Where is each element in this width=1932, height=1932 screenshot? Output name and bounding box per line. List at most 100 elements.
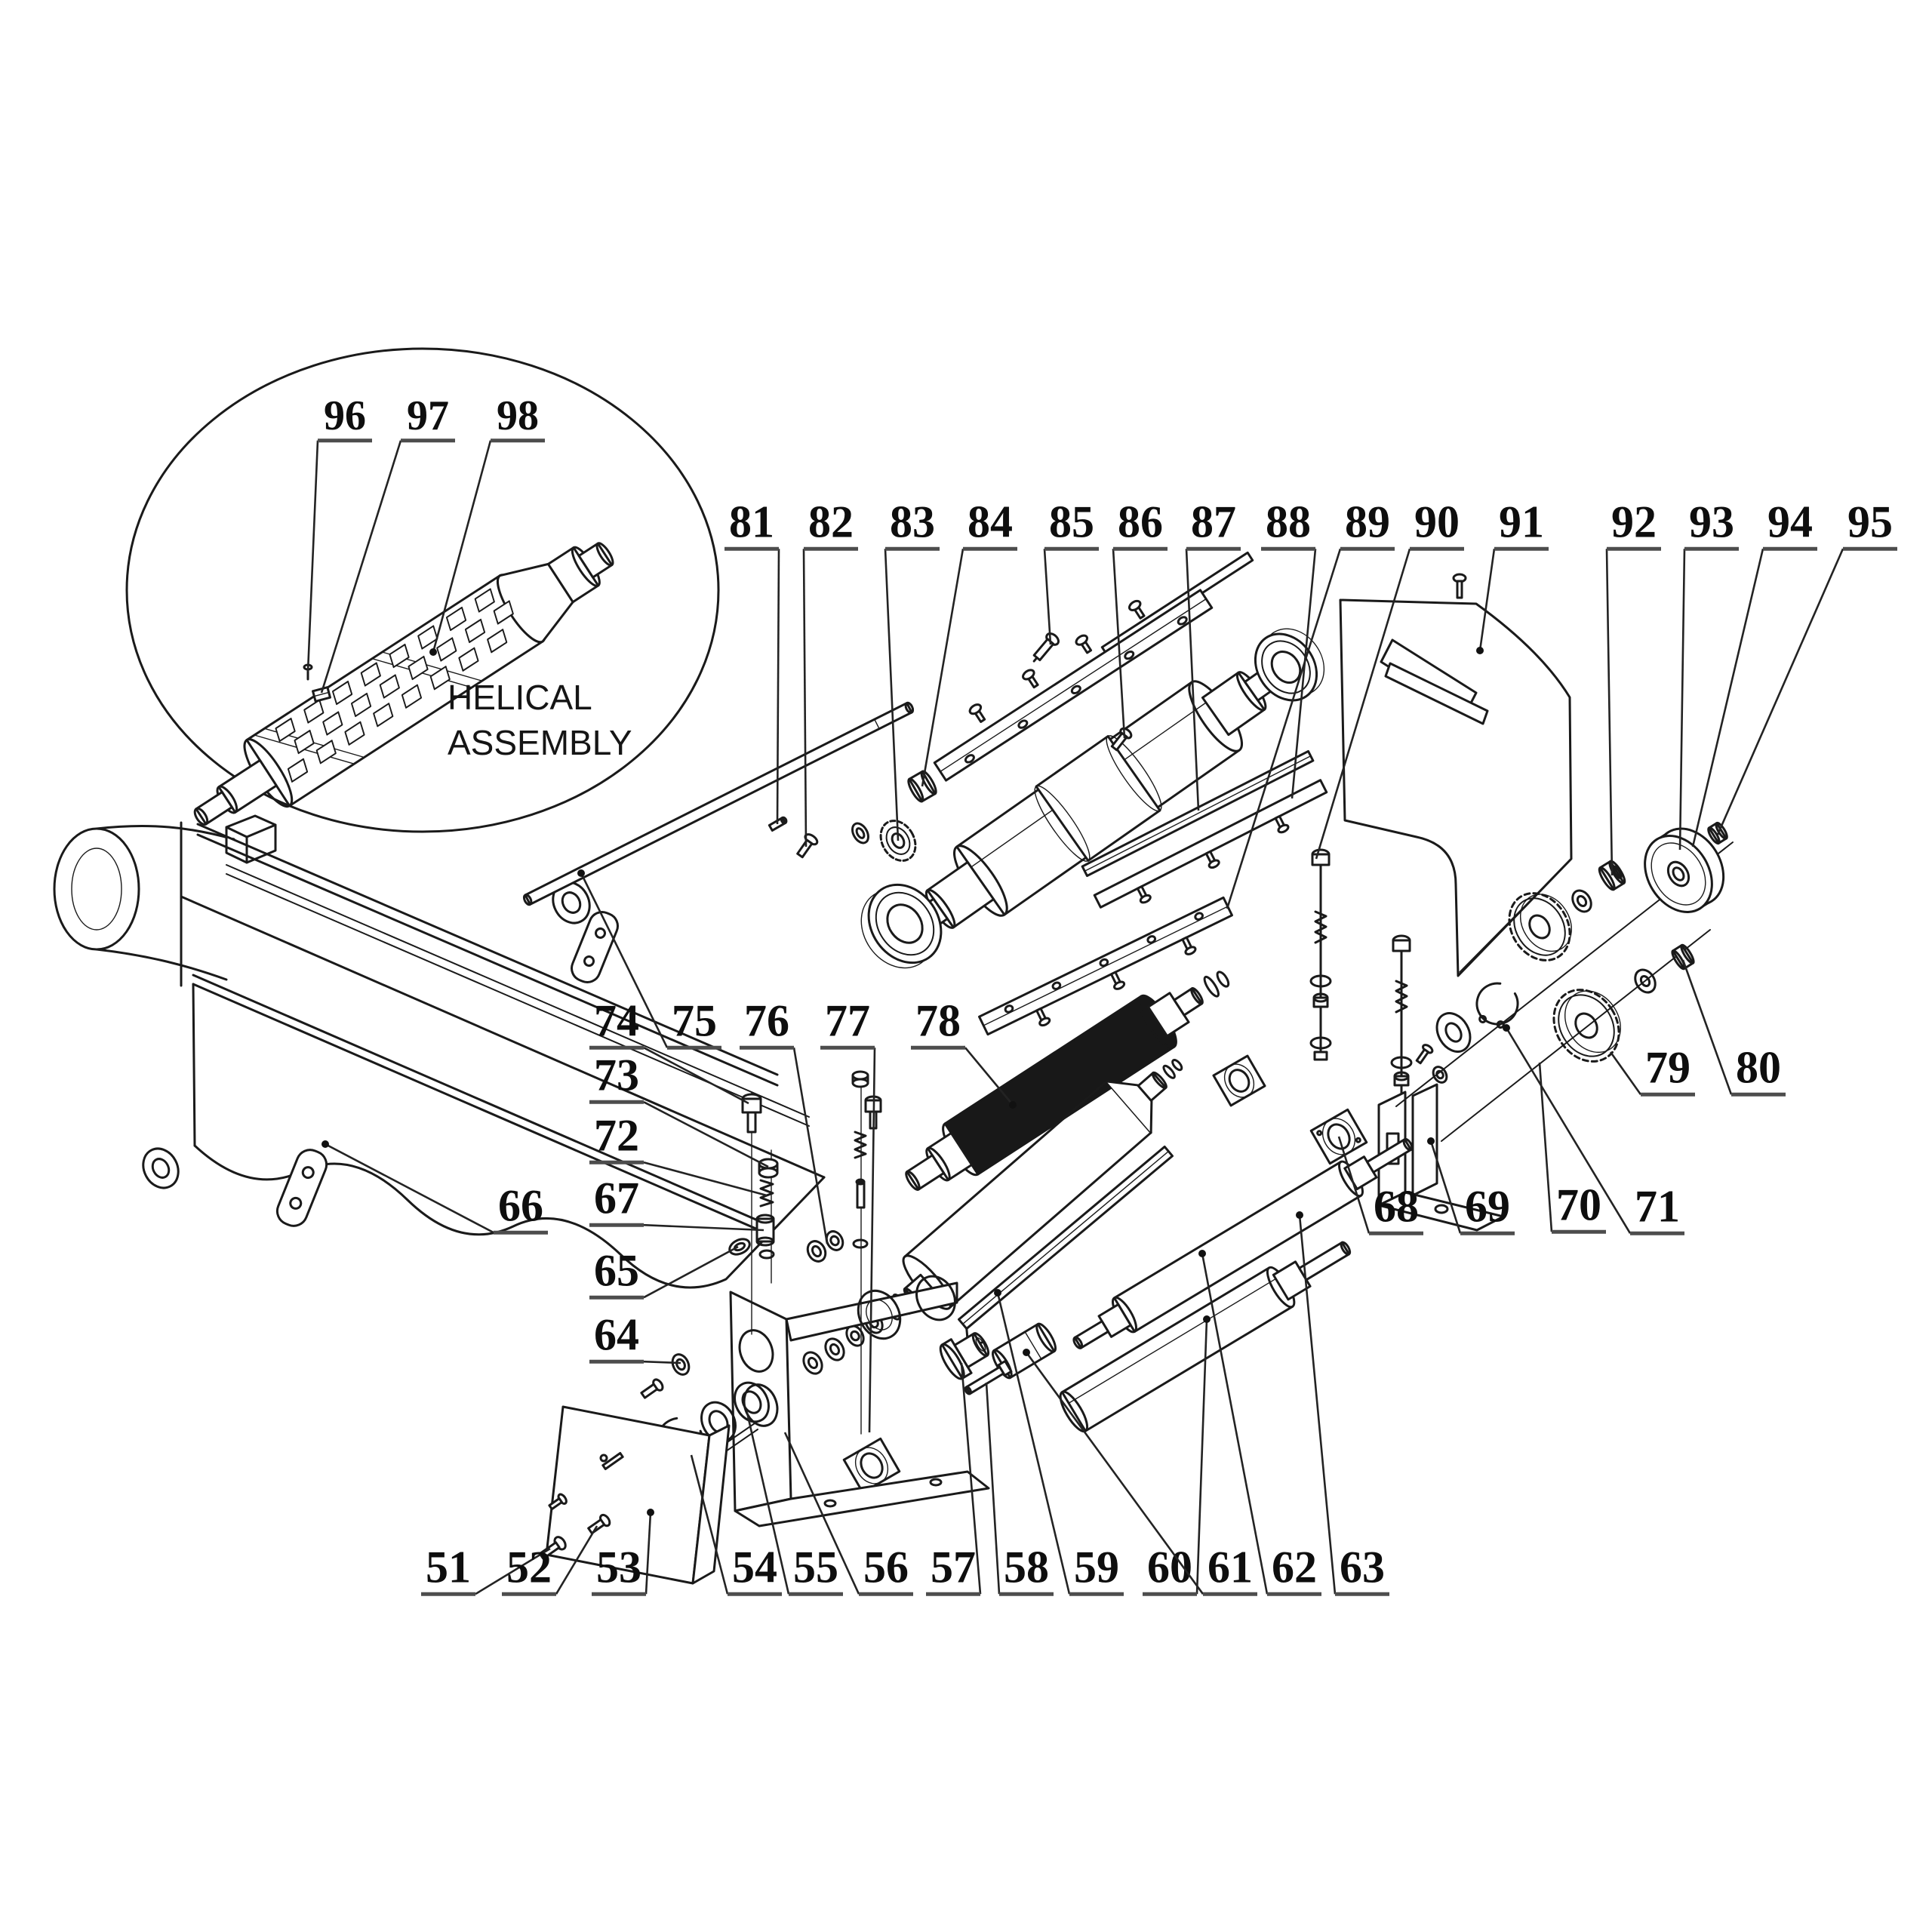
part-number-80: 80 bbox=[1736, 1043, 1781, 1093]
bearing-block-b bbox=[1212, 1054, 1266, 1107]
leader-line-95 bbox=[1716, 548, 1844, 835]
helical-assembly-inset bbox=[125, 347, 720, 833]
washer-76b bbox=[825, 1230, 844, 1251]
small-nut bbox=[758, 1249, 775, 1260]
leader-line-76 bbox=[792, 1047, 829, 1244]
leader-line-88 bbox=[1291, 549, 1317, 799]
pin-extra bbox=[601, 1452, 624, 1470]
part-number-74: 74 bbox=[594, 996, 639, 1046]
leader-line-82 bbox=[802, 549, 808, 848]
part-number-93: 93 bbox=[1689, 497, 1734, 547]
leader-line-92 bbox=[1605, 549, 1614, 876]
blade-bar-mid1 bbox=[1081, 749, 1315, 878]
blade-bar-top bbox=[933, 589, 1214, 782]
callout-97: 97 bbox=[320, 392, 455, 694]
callout-68: 68 bbox=[1337, 1136, 1423, 1235]
ring-55b bbox=[734, 1381, 770, 1423]
shaft-gear bbox=[879, 820, 917, 862]
leader-line-57 bbox=[960, 1362, 982, 1595]
nut-b2 bbox=[852, 1238, 869, 1249]
smooth-roller-60 bbox=[1059, 1241, 1352, 1433]
leader-line-75 bbox=[580, 872, 669, 1048]
callout-64: 64 bbox=[589, 1310, 681, 1364]
chute-tab-2 bbox=[571, 911, 619, 983]
leader-dot-61 bbox=[1023, 1349, 1030, 1356]
leader-line-81 bbox=[776, 549, 780, 825]
part-number-56: 56 bbox=[863, 1543, 909, 1592]
part-number-71: 71 bbox=[1635, 1182, 1680, 1232]
callout-51: 51 bbox=[421, 1543, 551, 1596]
leader-dot-66 bbox=[321, 1140, 329, 1148]
washer bbox=[1571, 889, 1592, 913]
part-number-84: 84 bbox=[968, 497, 1013, 547]
callout-94: 94 bbox=[1691, 497, 1817, 848]
knurled-roller bbox=[884, 1059, 1183, 1321]
callout-57: 57 bbox=[926, 1362, 982, 1596]
part-number-77: 77 bbox=[825, 996, 870, 1046]
callout-60: 60 bbox=[1143, 1315, 1211, 1596]
leader-line-68 bbox=[1337, 1136, 1371, 1234]
callout-79: 79 bbox=[1609, 1043, 1695, 1097]
callout-59: 59 bbox=[994, 1289, 1124, 1596]
leader-line-83 bbox=[884, 549, 900, 841]
callout-63: 63 bbox=[1296, 1211, 1389, 1596]
part-number-92: 92 bbox=[1611, 497, 1657, 547]
leader-line-97 bbox=[320, 440, 402, 694]
screw-64 bbox=[640, 1378, 664, 1399]
leader-line-89 bbox=[1226, 548, 1342, 909]
leader-dot-62 bbox=[1198, 1250, 1206, 1257]
leader-line-55 bbox=[746, 1412, 790, 1595]
callout-74: 74 bbox=[589, 996, 749, 1105]
caption-line1: HELICAL bbox=[448, 678, 592, 717]
part-number-85: 85 bbox=[1049, 497, 1094, 547]
part-number-89: 89 bbox=[1345, 497, 1390, 547]
chute-washer bbox=[142, 1147, 180, 1189]
loose-screw-85 bbox=[1032, 632, 1060, 663]
nut-b bbox=[851, 1070, 869, 1088]
part-number-90: 90 bbox=[1414, 497, 1460, 547]
pin-b bbox=[855, 1178, 866, 1209]
leader-line-90 bbox=[1315, 548, 1411, 860]
bearing-right bbox=[1254, 628, 1325, 702]
callout-82: 82 bbox=[802, 497, 858, 848]
leader-line-74 bbox=[643, 1047, 749, 1105]
callout-70: 70 bbox=[1538, 1062, 1606, 1234]
callout-92: 92 bbox=[1605, 497, 1661, 876]
part-number-97: 97 bbox=[407, 392, 449, 439]
washer bbox=[1634, 968, 1657, 994]
part-number-67: 67 bbox=[594, 1174, 639, 1223]
part-number-58: 58 bbox=[1004, 1543, 1049, 1592]
part-number-94: 94 bbox=[1767, 497, 1813, 547]
leader-line-86 bbox=[1112, 549, 1126, 739]
nut-73 bbox=[758, 1158, 779, 1179]
part-number-69: 69 bbox=[1465, 1182, 1510, 1232]
leader-line-63 bbox=[1298, 1214, 1337, 1595]
helical-cutterhead bbox=[193, 542, 614, 826]
leader-line-59 bbox=[996, 1292, 1071, 1595]
retainer-group bbox=[538, 1381, 770, 1585]
callout-65: 65 bbox=[589, 1246, 739, 1300]
sprocket-1 bbox=[1508, 892, 1572, 961]
leader-line-66 bbox=[325, 1143, 494, 1234]
leader-line-91 bbox=[1478, 549, 1496, 651]
part-number-72: 72 bbox=[594, 1111, 639, 1161]
leader-line-53 bbox=[645, 1512, 652, 1595]
inset-caption: HELICAL ASSEMBLY bbox=[448, 678, 632, 762]
leader-line-62 bbox=[1201, 1253, 1269, 1595]
leader-line-70 bbox=[1538, 1062, 1553, 1232]
part-number-59: 59 bbox=[1074, 1543, 1119, 1592]
part-number-54: 54 bbox=[732, 1543, 777, 1592]
rubber-roller-78 bbox=[905, 971, 1230, 1191]
part-number-70: 70 bbox=[1556, 1180, 1601, 1230]
part-number-96: 96 bbox=[324, 392, 366, 439]
callout-84: 84 bbox=[921, 497, 1017, 787]
callout-72: 72 bbox=[589, 1111, 768, 1197]
part-number-95: 95 bbox=[1847, 497, 1893, 547]
callout-58: 58 bbox=[985, 1382, 1054, 1596]
leader-dot-78 bbox=[1009, 1101, 1017, 1109]
part-number-78: 78 bbox=[915, 996, 961, 1046]
nut-80 bbox=[1671, 943, 1695, 971]
callout-73: 73 bbox=[589, 1051, 769, 1168]
callout-52: 52 bbox=[502, 1525, 598, 1596]
